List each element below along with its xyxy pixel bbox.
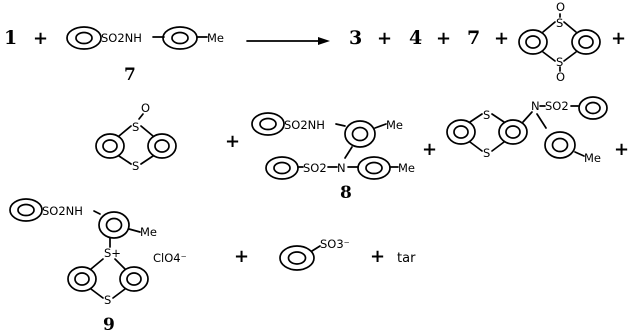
- compound-label-8: 8: [340, 183, 352, 203]
- benzene-ring-icon: [147, 133, 177, 159]
- benzene-ring-icon: [279, 245, 315, 271]
- benzene-ring-icon: [498, 119, 528, 145]
- methyl-group: Me: [584, 151, 601, 165]
- benzene-ring-icon: [162, 26, 198, 50]
- benzene-ring-icon: [265, 156, 299, 180]
- methyl-group: Me: [140, 225, 157, 239]
- benzene-ring-icon: [344, 120, 376, 148]
- compound-label-9: 9: [103, 315, 115, 333]
- methyl-group: Me: [207, 31, 224, 45]
- methyl-group: Me: [398, 161, 415, 175]
- reaction-arrow-icon: [246, 37, 330, 45]
- plus-sign: +: [614, 139, 629, 160]
- plus-sign: +: [234, 246, 249, 267]
- benzene-ring-icon: [357, 156, 391, 180]
- equation-row-1: 1 + SO2NH Me 7 3 + 4 + 7 +: [4, 0, 626, 85]
- plus-sign: +: [370, 246, 385, 267]
- benzene-ring-icon: [9, 198, 43, 222]
- benzene-ring-icon: [98, 211, 130, 239]
- benzene-ring-icon: [119, 266, 149, 292]
- perchlorate-anion: ClO4⁻: [153, 251, 187, 265]
- sulfonium-center: S+: [104, 246, 121, 260]
- plus-sign: +: [436, 28, 451, 49]
- structure-reactant-7: SO2NH Me: [66, 26, 224, 50]
- product-number-4: 4: [409, 27, 422, 49]
- sulfonyl-group: SO2: [545, 99, 569, 113]
- sulfonyl-group: SO2: [303, 161, 327, 175]
- benzene-ring-icon: [518, 29, 548, 55]
- plus-sign: +: [225, 131, 240, 152]
- plus-sign: +: [422, 139, 437, 160]
- nitrogen-atom: N: [337, 161, 346, 175]
- reactant-number-1: 1: [4, 27, 17, 49]
- structure-compound-8: SO2NH Me SO2 N Me: [251, 112, 415, 180]
- structure-compound-9: SO2NH Me S+ S ClO4⁻: [9, 198, 187, 307]
- methyl-group: Me: [386, 118, 403, 132]
- benzene-ring-icon: [95, 133, 125, 159]
- sulfur-atom: S: [556, 55, 563, 69]
- benzene-ring-icon: [251, 112, 285, 136]
- product-number-3: 3: [349, 27, 362, 49]
- byproduct-label: tar: [397, 251, 416, 266]
- nitrogen-atom: N: [531, 99, 540, 113]
- structure-thianthrene-monoxide: S S O: [95, 101, 177, 173]
- benzene-ring-icon: [544, 131, 576, 159]
- equation-row-2: S S O + SO2NH Me S: [95, 96, 629, 203]
- oxygen-atom: O: [556, 70, 565, 84]
- sulfonamide-group: SO2NH: [42, 204, 83, 218]
- compound-label-7: 7: [124, 65, 136, 85]
- sulfonate-group: SO3⁻: [320, 237, 350, 251]
- benzene-ring-icon: [571, 29, 601, 55]
- benzene-ring-icon: [446, 119, 476, 145]
- plus-sign: +: [33, 28, 48, 49]
- equation-row-3: SO2NH Me S+ S ClO4⁻ 9: [9, 198, 416, 333]
- plus-sign: +: [494, 28, 509, 49]
- product-number-7: 7: [467, 27, 480, 49]
- sulfur-atom: S: [132, 159, 139, 173]
- plus-sign: +: [611, 28, 626, 49]
- oxygen-atom: O: [556, 0, 565, 14]
- sulfur-atom: S: [483, 108, 490, 122]
- structure-thianthrene-dioxide: S S O O: [518, 0, 601, 84]
- sulfur-atom: S: [483, 146, 490, 160]
- plus-sign: +: [377, 28, 392, 49]
- benzene-ring-icon: [67, 266, 97, 292]
- sulfur-atom: S: [556, 16, 563, 30]
- oxygen-atom: O: [141, 101, 150, 115]
- sulfonamide-group: SO2NH: [101, 31, 142, 45]
- benzene-ring-icon: [66, 26, 102, 50]
- sulfur-atom: S: [104, 293, 111, 307]
- sulfur-atom: S: [132, 120, 139, 134]
- benzene-ring-icon: [578, 96, 608, 120]
- structure-thianthrenyl-sulfonamide: S S N SO2 Me: [446, 96, 608, 165]
- sulfonamide-group: SO2NH: [284, 118, 325, 132]
- structure-benzenesulfonate: SO3⁻: [279, 237, 350, 271]
